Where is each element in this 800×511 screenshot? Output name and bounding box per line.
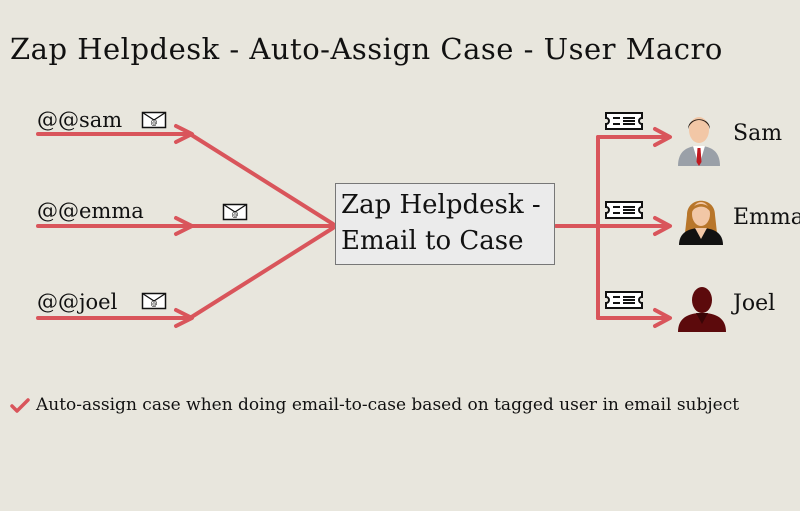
hub-line-2: Email to Case bbox=[341, 226, 524, 256]
diagram-title: Zap Helpdesk - Auto-Assign Case - User M… bbox=[10, 32, 723, 66]
source-label-joel: @@joel bbox=[37, 290, 118, 314]
email-icon: @ bbox=[141, 111, 167, 129]
converge-sam bbox=[188, 132, 335, 226]
hub-line-1: Zap Helpdesk - bbox=[341, 190, 541, 220]
svg-text:@: @ bbox=[151, 300, 158, 308]
male-silhouette-avatar bbox=[678, 287, 726, 332]
ticket-icon bbox=[605, 291, 643, 309]
footnote: Auto-assign case when doing email-to-cas… bbox=[10, 395, 739, 415]
ticket-icon bbox=[605, 112, 643, 130]
converge-joel bbox=[188, 226, 335, 320]
svg-text:@: @ bbox=[151, 119, 158, 127]
female-avatar bbox=[679, 200, 723, 245]
source-label-sam: @@sam bbox=[37, 108, 123, 132]
footnote-text: Auto-assign case when doing email-to-cas… bbox=[36, 395, 740, 415]
male-businessman-avatar bbox=[678, 117, 720, 166]
person-label-sam: Sam bbox=[733, 121, 783, 146]
email-to-case-box: Zap Helpdesk - Email to Case bbox=[335, 183, 555, 265]
email-icon: @ bbox=[141, 292, 167, 310]
svg-text:@: @ bbox=[232, 211, 239, 219]
person-label-joel: Joel bbox=[733, 291, 776, 316]
person-label-emma: Emma bbox=[733, 205, 800, 230]
checkmark-icon bbox=[10, 398, 30, 413]
ticket-icon bbox=[605, 201, 643, 219]
source-label-emma: @@emma bbox=[37, 199, 144, 223]
email-icon: @ bbox=[222, 203, 248, 221]
